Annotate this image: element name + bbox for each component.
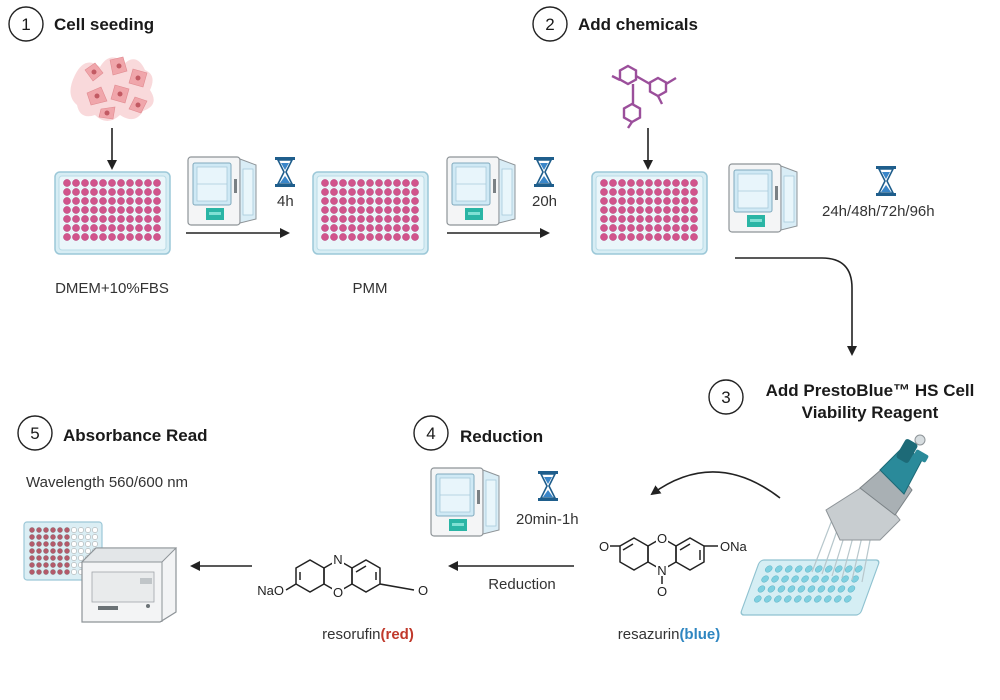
resorufin-label: resorufin(red) [322, 626, 414, 643]
well-plate-icon [312, 171, 429, 255]
resazurin-structure [610, 537, 718, 584]
resazurin-color: (blue) [679, 626, 720, 643]
step-4-title: Reduction [460, 427, 543, 446]
step-3-header: 3 Add PrestoBlue™ HS Cell Viability Reag… [708, 379, 975, 422]
atom-n: N [657, 563, 666, 578]
hourglass-icon [875, 165, 897, 197]
time-label-4: 20min-1h [516, 511, 579, 528]
chemical-icon [611, 64, 677, 129]
step-3-title-line2: Viability Reagent [802, 403, 939, 422]
incubator-icon [187, 156, 257, 226]
resazurin-label: resazurin(blue) [618, 626, 721, 643]
step-1-title: Cell seeding [54, 15, 154, 34]
medium-label-1: DMEM+10%FBS [55, 280, 169, 297]
cells-icon [70, 56, 154, 121]
atom-n: N [333, 552, 342, 567]
well-plate-icon [54, 171, 171, 255]
atom-o: O [599, 539, 609, 554]
resorufin-color: (red) [381, 626, 414, 643]
plate-reader-icon [23, 521, 178, 623]
atom-o: O [333, 585, 343, 600]
step-3-number: 3 [721, 388, 730, 407]
hourglass-icon [533, 156, 555, 188]
atom-o: O [418, 583, 428, 598]
hourglass-icon [274, 156, 296, 188]
wavelength-label: Wavelength 560/600 nm [26, 474, 188, 491]
time-label-3: 24h/48h/72h/96h [822, 203, 935, 220]
step-2-number: 2 [545, 15, 554, 34]
step-5-header: 5 Absorbance Read [17, 415, 208, 451]
time-label-1: 4h [277, 193, 294, 210]
hourglass-icon [537, 470, 559, 502]
resorufin-structure [285, 559, 415, 593]
medium-label-2: PMM [353, 280, 388, 297]
step-4-number: 4 [426, 424, 435, 443]
step-3-title-line1: Add PrestoBlue™ HS Cell [766, 381, 975, 400]
step-5-number: 5 [30, 424, 39, 443]
atom-o: O [657, 531, 667, 546]
resorufin-atoms: N O NaO O [257, 552, 428, 600]
atom-ona: ONa [720, 539, 748, 554]
step-1-number: 1 [21, 15, 30, 34]
incubator-icon [430, 467, 500, 537]
atom-nao: NaO [257, 583, 284, 598]
reduction-arrow-label: Reduction [488, 576, 556, 593]
resorufin-name: resorufin [322, 626, 380, 643]
atom-o: O [657, 584, 667, 599]
resazurin-name: resazurin [618, 626, 680, 643]
resazurin-atoms: O N O ONa O [599, 531, 748, 599]
arrow-to-step3 [735, 257, 857, 356]
step-2-header: 2 Add chemicals [532, 6, 698, 42]
incubator-icon [728, 163, 798, 233]
step-1-header: 1 Cell seeding [8, 6, 154, 42]
pipette-icon [740, 434, 929, 616]
step-4-header: 4 Reduction [413, 415, 543, 451]
step-2-title: Add chemicals [578, 15, 698, 34]
time-label-2: 20h [532, 193, 557, 210]
arrow-step3-to-step4 [650, 471, 781, 499]
step-5-title: Absorbance Read [63, 426, 208, 445]
incubator-icon [446, 156, 516, 226]
well-plate-icon [591, 171, 708, 255]
